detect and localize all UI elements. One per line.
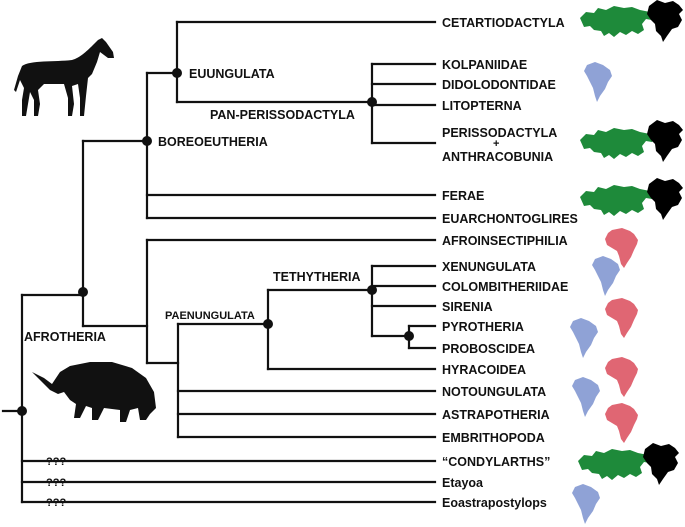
taxon-etayoa: Etayoa: [442, 476, 484, 490]
south-america-map-icon: [570, 318, 598, 358]
taxon-pyrotheria: PYROTHERIA: [442, 320, 524, 334]
node-placentalia: [78, 287, 88, 297]
south-america-map-icon: [592, 256, 620, 296]
north-america-map-icon: [647, 120, 683, 162]
node-paenungulata: [263, 319, 273, 329]
taxon-labels: CETARTIODACTYLA KOLPANIIDAE DIDOLODONTID…: [442, 16, 578, 510]
eurasia-map-icon: [580, 185, 656, 216]
label-afrotheria: AFROTHERIA: [24, 330, 106, 344]
taxon-proboscidea: PROBOSCIDEA: [442, 342, 535, 356]
taxon-hyracoidea: HYRACOIDEA: [442, 363, 526, 377]
label-euungulata: EUUNGULATA: [189, 67, 275, 81]
taxon-litopterna: LITOPTERNA: [442, 99, 522, 113]
taxon-xenungulata: XENUNGULATA: [442, 260, 536, 274]
eurasia-map-icon: [580, 6, 656, 37]
eurasia-map-icon: [580, 128, 656, 159]
south-america-map-icon: [572, 484, 600, 524]
taxon-kolpaniidae: KOLPANIIDAE: [442, 58, 527, 72]
plus-sign: +: [493, 138, 499, 150]
north-america-map-icon: [643, 443, 679, 485]
horse-silhouette-icon: [14, 38, 114, 116]
distribution-maps: [570, 0, 683, 524]
africa-map-icon: [605, 403, 638, 443]
clade-labels: EUUNGULATA BOREOEUTHERIA PAN-PERISSODACT…: [24, 67, 361, 509]
north-america-map-icon: [647, 178, 683, 220]
node-pyrotheria-proboscidea: [404, 331, 414, 341]
label-paenungulata: PAENUNGULATA: [165, 310, 255, 322]
node-boreoeutheria: [142, 136, 152, 146]
taxon-condylarths: “CONDYLARTHS”: [442, 455, 550, 469]
taxon-afroinsectiphilia: AFROINSECTIPHILIA: [442, 234, 568, 248]
africa-map-icon: [605, 298, 638, 338]
node-pan-perissodactyla: [367, 97, 377, 107]
label-pan-perissodactyla: PAN-PERISSODACTYLA: [210, 108, 355, 122]
taxon-eoastrapostylops: Eoastrapostylops: [442, 496, 547, 510]
label-unknown-3: ???: [46, 497, 66, 509]
label-tethytheria: TETHYTHERIA: [273, 270, 361, 284]
north-america-map-icon: [647, 0, 683, 42]
taxon-cetartiodactyla: CETARTIODACTYLA: [442, 16, 565, 30]
label-unknown-2: ???: [46, 477, 66, 489]
africa-map-icon: [605, 357, 638, 397]
taxon-anthracobunia: ANTHRACOBUNIA: [442, 150, 553, 164]
taxon-euarchontoglires: EUARCHONTOGLIRES: [442, 212, 578, 226]
arsinoitherium-silhouette-icon: [32, 362, 156, 422]
taxon-astrapotheria: ASTRAPOTHERIA: [442, 408, 550, 422]
south-america-map-icon: [584, 62, 612, 102]
eurasia-map-icon: [578, 449, 654, 480]
tree-nodes: [17, 68, 414, 416]
tree-edges: [1, 20, 437, 504]
taxon-perissodactyla: PERISSODACTYLA: [442, 126, 557, 140]
node-root: [17, 406, 27, 416]
taxon-didolodontidae: DIDOLODONTIDAE: [442, 78, 556, 92]
taxon-notoungulata: NOTOUNGULATA: [442, 385, 546, 399]
node-tethytheria: [367, 285, 377, 295]
taxon-sirenia: SIRENIA: [442, 300, 493, 314]
taxon-embrithopoda: EMBRITHOPODA: [442, 431, 545, 445]
taxon-ferae: FERAE: [442, 189, 484, 203]
node-euungulata: [172, 68, 182, 78]
taxon-colombitheriidae: COLOMBITHERIIDAE: [442, 280, 568, 294]
label-unknown-1: ???: [46, 456, 66, 468]
label-boreoeutheria: BOREOEUTHERIA: [158, 135, 268, 149]
south-america-map-icon: [572, 377, 600, 417]
